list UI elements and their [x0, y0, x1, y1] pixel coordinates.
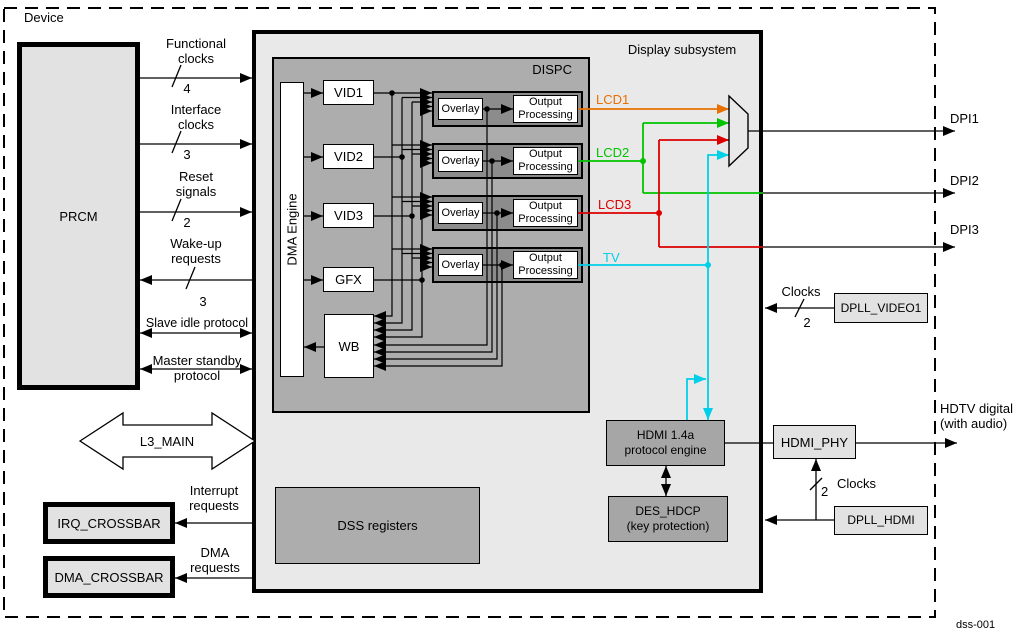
l3-main-block-arrow	[78, 411, 257, 471]
output-processing-box-2: Output Processing	[513, 147, 578, 175]
wb-label: WB	[338, 338, 360, 354]
hdmi-engine-box: HDMI 1.4a protocol engine	[606, 420, 725, 466]
master-standby-label: Master standby protocol	[152, 353, 242, 383]
dispc-mesh	[304, 88, 513, 371]
figure-id-label: dss-001	[956, 619, 996, 631]
clocks-video-width: 2	[803, 315, 811, 330]
hdmi-phy-box: HDMI_PHY	[773, 425, 856, 459]
output-processing-label: Output Processing	[518, 252, 573, 277]
bus-width-slash-3	[171, 130, 182, 154]
output-processing-label: Output Processing	[518, 148, 573, 173]
prcm-box: PRCM	[17, 42, 140, 390]
vid2-label: VID2	[334, 149, 363, 164]
dpi2-label: DPI2	[950, 173, 979, 188]
bus-width-slash-3b	[185, 266, 196, 290]
prcm-label: PRCM	[59, 208, 98, 224]
irq-crossbar-label: IRQ_CROSSBAR	[57, 515, 161, 531]
device-label: Device	[24, 10, 64, 25]
dma-requests-label: DMA requests	[190, 545, 240, 575]
vid1-box: VID1	[323, 80, 374, 105]
overlay-box-3: Overlay	[438, 202, 483, 224]
dma-engine-box	[280, 82, 304, 377]
overlay-label: Overlay	[441, 258, 480, 271]
output-processing-box-1: Output Processing	[513, 95, 578, 123]
output-processing-box-4: Output Processing	[513, 251, 578, 279]
l3-main-label: L3_MAIN	[139, 434, 195, 449]
interrupt-requests-label: Interrupt requests	[189, 483, 239, 513]
output-processing-label: Output Processing	[518, 96, 573, 121]
dpi3-label: DPI3	[950, 222, 979, 237]
interface-clocks-label: Interface clocks	[170, 102, 222, 132]
clocks-hdmi-slash	[809, 477, 823, 491]
irq-crossbar-box: IRQ_CROSSBAR	[43, 502, 175, 544]
overlay-box-1: Overlay	[438, 98, 483, 120]
vid2-box: VID2	[323, 144, 374, 169]
colored-junction-dots	[640, 158, 711, 268]
device-dashed-border	[3, 7, 936, 618]
functional-clocks-label: Functional clocks	[166, 36, 226, 66]
dpll-video1-label: DPLL_VIDEO1	[840, 300, 922, 315]
wb-box: WB	[324, 314, 374, 378]
hdmi-tv-branch	[686, 374, 706, 420]
wakeup-requests-label: Wake-up requests	[170, 236, 222, 266]
clocks-hdmi-width: 2	[821, 484, 829, 499]
overlay-box-4: Overlay	[438, 254, 483, 276]
overlay-label: Overlay	[441, 154, 480, 167]
hdmi-dpll-wiring	[661, 298, 834, 525]
gfx-box: GFX	[323, 267, 374, 292]
functional-clocks-width: 4	[183, 81, 191, 96]
lcd3-label: LCD3	[598, 197, 632, 212]
hdmi-phy-label: HDMI_PHY	[780, 434, 849, 450]
lcd2-label: LCD2	[596, 145, 630, 160]
slave-idle-label: Slave idle protocol	[145, 316, 249, 330]
prcm-signal-arrows	[140, 64, 252, 374]
display-subsystem-title: Display subsystem	[627, 42, 737, 57]
dma-crossbar-label: DMA_CROSSBAR	[54, 569, 164, 585]
dss-registers-box: DSS registers	[275, 487, 480, 564]
dpll-hdmi-label: DPLL_HDMI	[847, 513, 915, 527]
vid3-box: VID3	[323, 203, 374, 228]
overlay-box-2: Overlay	[438, 150, 483, 172]
dpi1-label: DPI1	[950, 111, 979, 126]
output-processing-label: Output Processing	[518, 200, 573, 225]
dpll-video1-box: DPLL_VIDEO1	[834, 293, 928, 323]
reset-signals-width: 2	[183, 215, 191, 230]
hdmi-engine-label: HDMI 1.4a protocol engine	[624, 428, 707, 457]
bus-width-slash-4	[171, 64, 182, 88]
overlay-label: Overlay	[441, 102, 480, 115]
dma-crossbar-box: DMA_CROSSBAR	[43, 556, 175, 598]
des-hdcp-label: DES_HDCP (key protection)	[626, 504, 710, 533]
overlay-label: Overlay	[441, 206, 480, 219]
tv-to-mux	[707, 150, 729, 265]
bus-width-slash-2	[171, 198, 182, 222]
dispc-label: DISPC	[532, 62, 572, 77]
clocks-video-label: Clocks	[781, 284, 821, 299]
gfx-label: GFX	[335, 272, 362, 287]
des-hdcp-box: DES_HDCP (key protection)	[608, 496, 728, 542]
request-arrows	[175, 518, 252, 583]
dma-engine-label: DMA Engine	[284, 193, 300, 266]
tv-label: TV	[603, 250, 620, 265]
lcd1-label: LCD1	[596, 92, 630, 107]
display-output-mux	[728, 94, 749, 168]
external-output-arrows	[748, 126, 957, 448]
display-output-lines	[578, 104, 763, 420]
dss-registers-label: DSS registers	[337, 518, 418, 533]
dpll-hdmi-box: DPLL_HDMI	[834, 506, 928, 535]
wakeup-requests-width: 3	[199, 294, 207, 309]
vid3-label: VID3	[334, 208, 363, 223]
interface-clocks-width: 3	[183, 147, 191, 162]
vid1-label: VID1	[334, 85, 363, 100]
clocks-video-slash	[794, 298, 805, 318]
output-processing-box-3: Output Processing	[513, 199, 578, 227]
junction-dots	[389, 90, 505, 283]
hdtv-label: HDTV digital (with audio)	[940, 401, 1013, 431]
reset-signals-label: Reset signals	[175, 169, 217, 199]
clocks-hdmi-label: Clocks	[837, 476, 877, 491]
